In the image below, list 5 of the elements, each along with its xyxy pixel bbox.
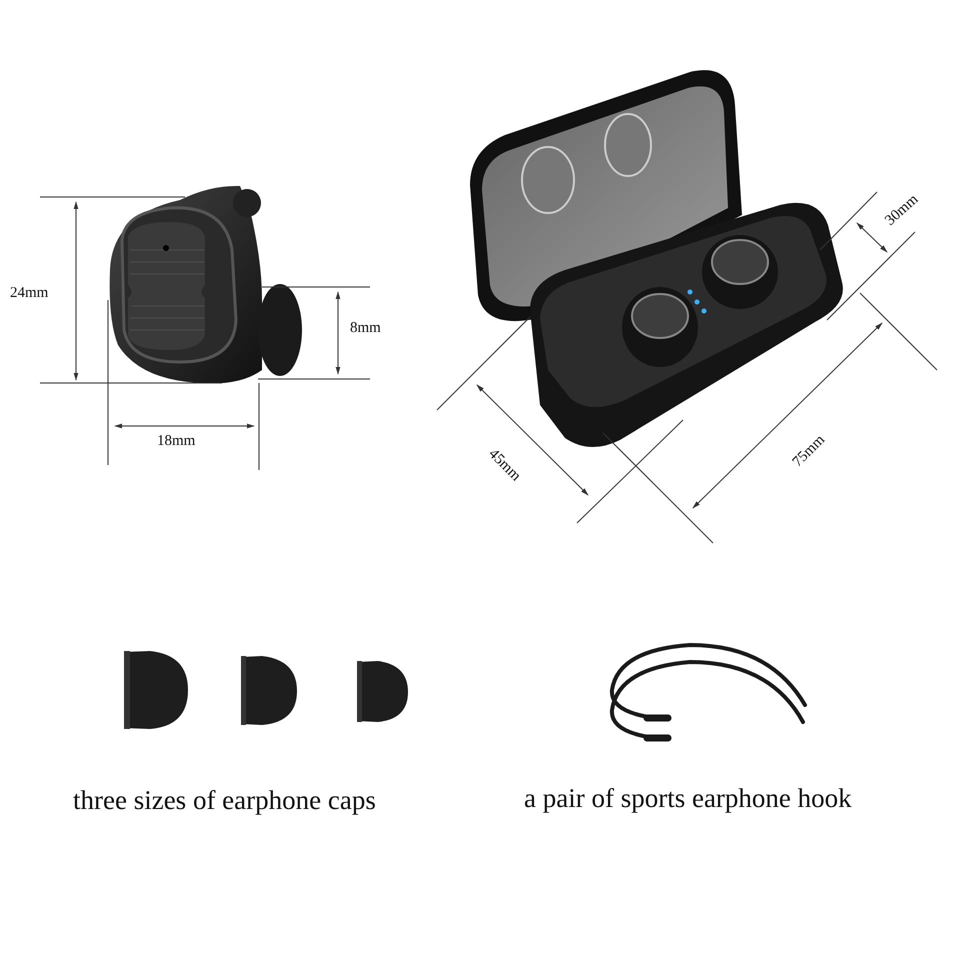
caption-text: three sizes of earphone caps (73, 787, 376, 814)
caption-text: a pair of sports earphone hook (524, 785, 852, 812)
dimension-label: 18mm (157, 434, 196, 449)
dimension-label: 8mm (350, 321, 381, 336)
dimension-label: 24mm (10, 286, 48, 301)
